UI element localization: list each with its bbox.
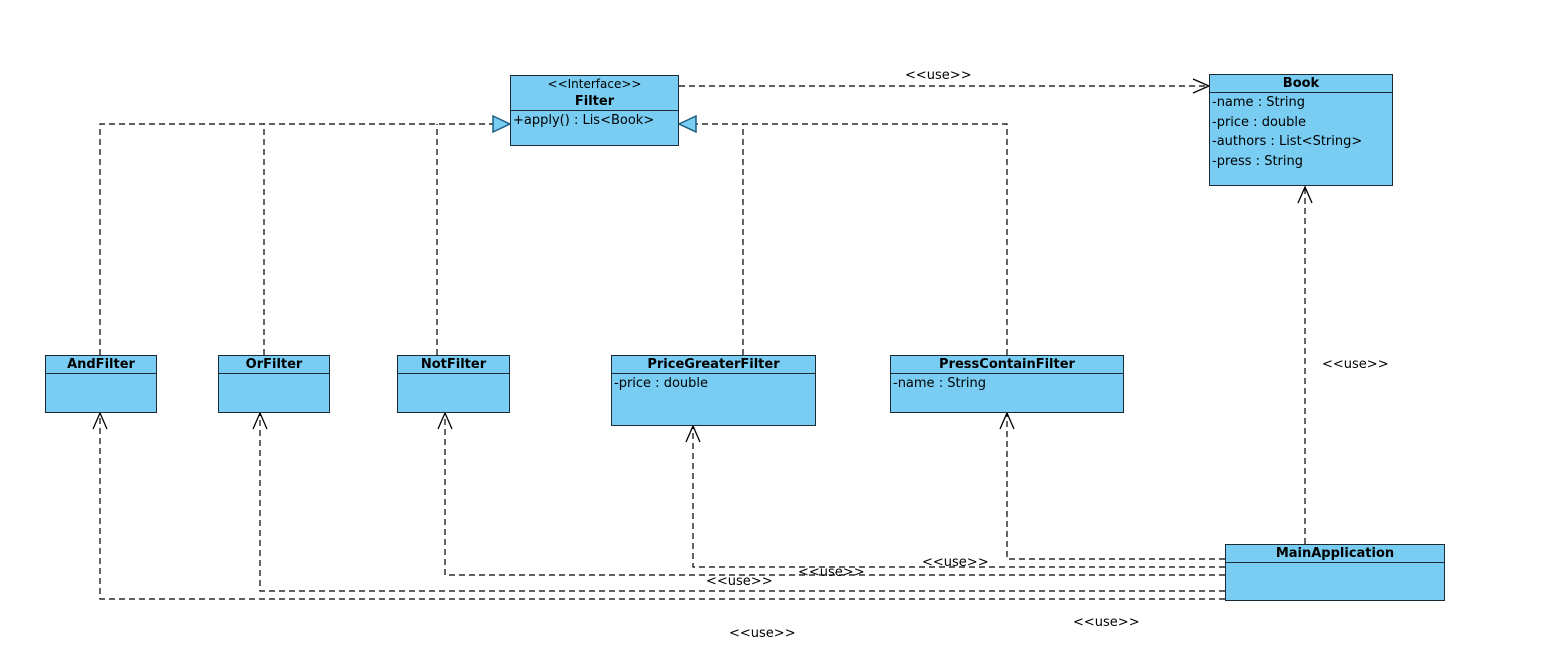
arrowhead-pricefilter bbox=[685, 424, 701, 443]
arrowhead-notfilter bbox=[437, 411, 453, 430]
arrowhead-andfilter bbox=[92, 411, 108, 430]
class-filter-name: Filter bbox=[574, 94, 615, 109]
class-mainapplication[interactable]: MainApplication bbox=[1225, 544, 1445, 601]
edge-label-main-and: <<use>> bbox=[729, 626, 796, 641]
class-orfilter-header: OrFilter bbox=[219, 356, 329, 374]
dependency-main-andfilter bbox=[99, 413, 1225, 600]
arrowhead-book-left bbox=[1192, 78, 1211, 94]
class-orfilter[interactable]: OrFilter bbox=[218, 355, 330, 413]
class-book-header: Book bbox=[1210, 75, 1392, 93]
edge-label-main-or: <<use>> bbox=[1073, 615, 1140, 630]
edge-label-main-price: <<use>> bbox=[798, 565, 865, 580]
class-book-attributes: -name : String -price : double -authors … bbox=[1210, 93, 1392, 171]
arrowhead-book-bottom bbox=[1297, 185, 1313, 204]
arrowhead-pressfilter bbox=[999, 411, 1015, 430]
dependency-main-notfilter bbox=[444, 413, 1225, 576]
class-book-attribute: -press : String bbox=[1212, 153, 1303, 169]
dependency-main-pricefilter bbox=[692, 426, 1225, 568]
class-notfilter[interactable]: NotFilter bbox=[397, 355, 510, 413]
class-orfilter-name: OrFilter bbox=[245, 357, 303, 372]
class-andfilter-header: AndFilter bbox=[46, 356, 156, 374]
class-filter[interactable]: <<Interface>> Filter +apply() : Lis<Book… bbox=[510, 75, 679, 146]
edge-label-main-not: <<use>> bbox=[706, 574, 773, 589]
class-andfilter[interactable]: AndFilter bbox=[45, 355, 157, 413]
class-presscontainfilter[interactable]: PressContainFilter -name : String bbox=[890, 355, 1124, 413]
class-mainapplication-name: MainApplication bbox=[1275, 546, 1395, 561]
edge-label-main-press: <<use>> bbox=[922, 555, 989, 570]
class-filter-stereotype: <<Interface>> bbox=[547, 77, 642, 91]
class-book-attribute: -authors : List<String> bbox=[1212, 134, 1363, 149]
class-mainapplication-header: MainApplication bbox=[1226, 545, 1444, 563]
realization-arrowhead-right bbox=[677, 114, 697, 134]
arrowhead-orfilter bbox=[252, 411, 268, 430]
class-book-attribute: -name : String bbox=[1212, 95, 1305, 110]
class-book-attribute: -price : double bbox=[1212, 114, 1306, 130]
class-pricegreaterfilter-name: PriceGreaterFilter bbox=[647, 357, 780, 372]
class-presscontainfilter-header: PressContainFilter bbox=[891, 356, 1123, 374]
edge-label-filter-book: <<use>> bbox=[905, 68, 972, 83]
realization-andfilter-filter bbox=[99, 123, 510, 355]
realization-arrowhead-left bbox=[492, 114, 512, 134]
class-andfilter-name: AndFilter bbox=[67, 357, 135, 372]
realization-pressfilter-filter bbox=[679, 123, 1008, 355]
class-notfilter-header: NotFilter bbox=[398, 356, 509, 374]
class-pricegreaterfilter[interactable]: PriceGreaterFilter -price : double bbox=[611, 355, 816, 426]
class-filter-operation: +apply() : Lis<Book> bbox=[513, 113, 655, 128]
class-book-name: Book bbox=[1282, 76, 1320, 91]
class-presscontainfilter-attribute: -name : String bbox=[893, 376, 986, 391]
class-pricegreaterfilter-header: PriceGreaterFilter bbox=[612, 356, 815, 374]
dependency-main-pressfilter bbox=[1006, 413, 1225, 560]
class-presscontainfilter-name: PressContainFilter bbox=[939, 357, 1075, 372]
dependency-main-orfilter bbox=[259, 413, 1225, 592]
class-book[interactable]: Book -name : String -price : double -aut… bbox=[1209, 74, 1393, 186]
class-notfilter-name: NotFilter bbox=[420, 357, 487, 372]
class-pricegreaterfilter-attribute: -price : double bbox=[614, 376, 708, 391]
class-filter-header: <<Interface>> Filter bbox=[511, 76, 678, 111]
edge-label-main-book: <<use>> bbox=[1322, 357, 1389, 372]
